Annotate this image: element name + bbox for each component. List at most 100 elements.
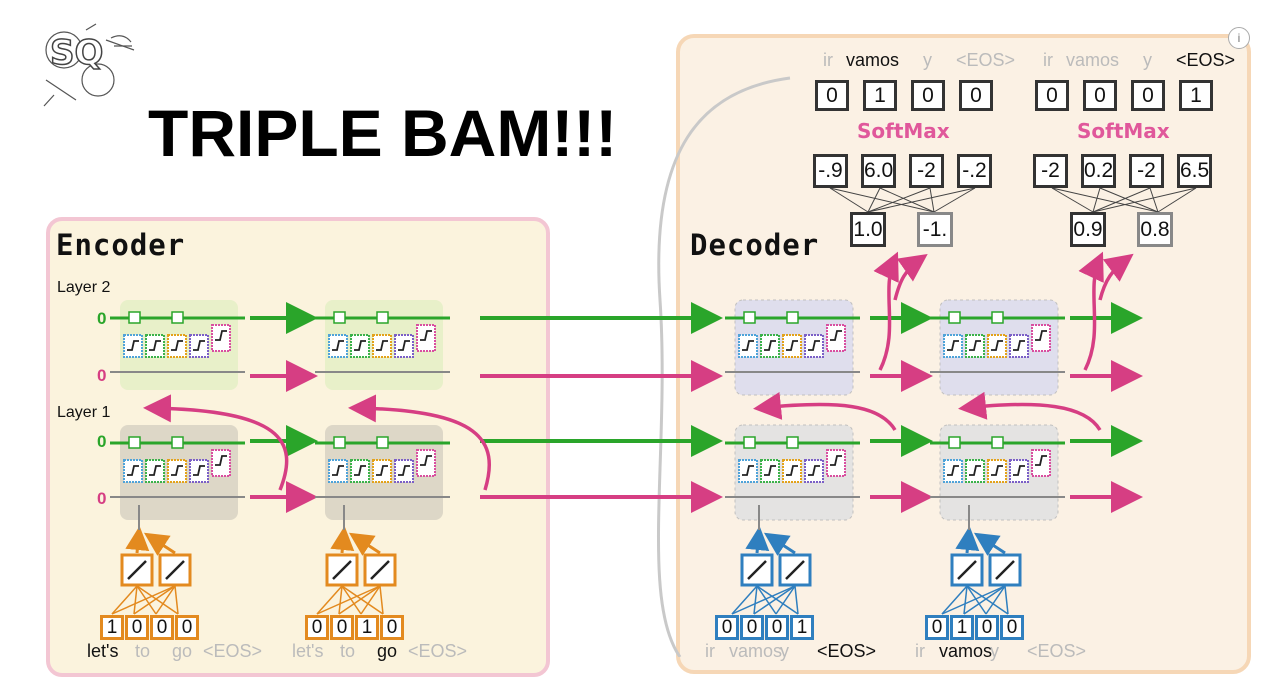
page-title: TRIPLE BAM!!! (148, 96, 618, 170)
embedding-connection (136, 585, 157, 615)
linear-icon (957, 560, 977, 580)
embedding-arrow (745, 526, 770, 554)
output-onehot-value: 0 (911, 80, 945, 111)
input-token-label: let's (292, 641, 324, 661)
activation-icon (969, 340, 981, 351)
dec-output-curve-2b (1098, 253, 1134, 301)
input-token-label: vamos (729, 641, 783, 661)
embedding-connection (941, 585, 1006, 615)
embedding-connection (794, 585, 799, 615)
input-token-label: ir (705, 641, 715, 661)
input-token-label: <EOS> (817, 641, 877, 661)
activation-icon (969, 465, 981, 476)
embedding-connection (111, 585, 138, 615)
lstm-operator (743, 436, 756, 449)
input-token-label: y (990, 641, 999, 661)
input-token-label: vamos (939, 641, 993, 661)
embedding-connection (360, 585, 381, 615)
encoder-label: Encoder (56, 228, 186, 262)
dec-feedback-curve-1 (753, 391, 897, 431)
activation-icon (947, 340, 959, 351)
embedding-connection (966, 585, 1009, 615)
input-onehot-value: 1 (950, 615, 974, 640)
embedding-connection (775, 585, 796, 615)
input-onehot-value: 0 (125, 615, 149, 640)
lstm-units (120, 299, 1059, 521)
embedding-node (325, 553, 359, 587)
output-onehot-value: 1 (863, 80, 897, 111)
embedding-connection (985, 585, 1006, 615)
activation-icon (420, 330, 432, 341)
embedding-connection (963, 585, 1006, 615)
input-onehot-value: 0 (305, 615, 329, 640)
fc-node-value: 0.8 (1137, 212, 1173, 247)
lstm-operator (948, 311, 961, 324)
embedding-connection (379, 585, 384, 615)
embedding-networks (111, 505, 1022, 615)
activation-icon (332, 465, 344, 476)
fc-node-value: -1. (917, 212, 953, 247)
logit-value: 0.2 (1081, 154, 1116, 188)
layer1-short-term-zero: 0 (97, 432, 107, 451)
embedding-arrow (348, 532, 381, 556)
logit-value: -.2 (957, 154, 992, 188)
output-token-label: ir (1043, 50, 1053, 70)
embedding-node (950, 553, 984, 587)
layer2-short-term-zero: 0 (97, 309, 107, 328)
activation-icon (171, 340, 183, 351)
input-onehot-value: 0 (1000, 615, 1024, 640)
activation-icon (1035, 330, 1047, 341)
embedding-connection (341, 585, 362, 615)
input-onehot-value: 0 (175, 615, 199, 640)
enc-feedback-curve-1 (143, 394, 289, 491)
activation-icon (786, 465, 798, 476)
input-onehot-value: 0 (715, 615, 739, 640)
linear-icon (370, 560, 390, 580)
embedding-connection (753, 585, 796, 615)
embedding-connection (731, 585, 796, 615)
activation-icon (991, 340, 1003, 351)
logo-text: SQ (50, 33, 103, 73)
embedding-connection (316, 585, 343, 615)
activation-icon (354, 465, 366, 476)
logit-value: 6.5 (1177, 154, 1212, 188)
input-onehot-value: 0 (765, 615, 789, 640)
embedding-connection (966, 585, 987, 615)
lstm-operator (376, 311, 389, 324)
input-onehot-value: 0 (380, 615, 404, 640)
input-onehot-value: 0 (740, 615, 764, 640)
activation-icon (193, 340, 205, 351)
activation-icon (420, 455, 432, 466)
embedding-connection (1004, 585, 1009, 615)
output-onehot-value: 1 (1179, 80, 1213, 111)
lstm-operator (128, 311, 141, 324)
embedding-arrow (330, 526, 355, 554)
output-onehot-value: 0 (1131, 80, 1165, 111)
softmax-label: SoftMax (1077, 119, 1170, 143)
embedding-connection (155, 585, 176, 615)
embedding-arrow (955, 526, 980, 554)
input-onehot-value: 1 (355, 615, 379, 640)
output-onehot-value: 0 (1035, 80, 1069, 111)
embedding-connection (731, 585, 758, 615)
activation-icon (1013, 340, 1025, 351)
layer1-long-term-zero: 0 (97, 489, 107, 508)
layer2-long-term-zero: 0 (97, 366, 107, 385)
activation-icon (808, 465, 820, 476)
dec-output-curve-2a (1078, 251, 1104, 371)
lstm-operator (991, 436, 1004, 449)
activation-icon (354, 340, 366, 351)
activation-icon (764, 465, 776, 476)
info-icon[interactable]: i (1228, 27, 1250, 49)
linear-icon (785, 560, 805, 580)
activation-icon (764, 340, 776, 351)
embedding-arrow (973, 532, 1006, 556)
activation-icon (830, 455, 842, 466)
embedding-connection (756, 585, 799, 615)
embedding-arrow (143, 532, 176, 556)
activation-icon (149, 340, 161, 351)
embedding-connection (753, 585, 758, 615)
activation-icon (947, 465, 959, 476)
embedding-connection (136, 585, 179, 615)
logit-value: -.9 (813, 154, 848, 188)
